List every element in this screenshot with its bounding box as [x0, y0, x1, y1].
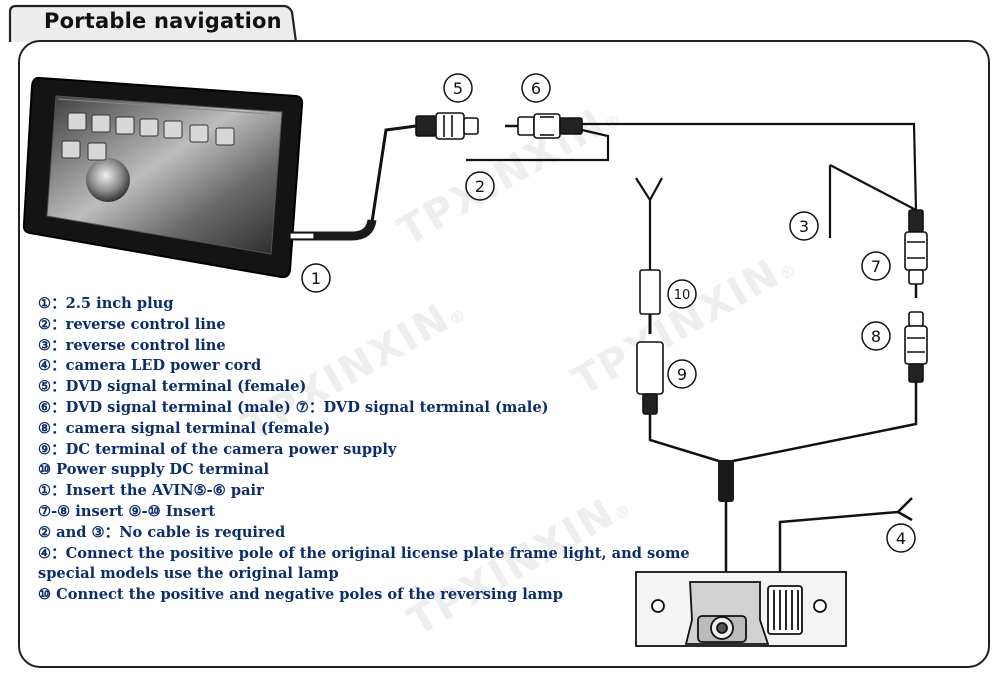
legend-item: ⑤：DVD signal terminal (female) — [38, 378, 307, 396]
cable-to-7 — [829, 164, 917, 211]
callout-5: 5 — [443, 73, 473, 103]
plug-cable — [289, 124, 417, 241]
legend-item: ②：reverse control line — [38, 315, 226, 333]
svg-text:3: 3 — [799, 217, 809, 236]
svg-text:10: 10 — [674, 288, 691, 303]
globe-icon — [86, 158, 130, 202]
camera-led-grille — [767, 585, 803, 635]
led-wire-end — [897, 497, 913, 522]
svg-text:6: 6 — [531, 79, 541, 98]
svg-text:7: 7 — [871, 257, 881, 276]
legend-item: ①：Insert the AVIN⑤-⑥ pair — [38, 482, 264, 500]
callout-10: 10 — [667, 279, 697, 309]
dc-connector-9 — [636, 341, 664, 415]
svg-text:9: 9 — [677, 365, 687, 384]
led-power-cord — [778, 510, 899, 575]
legend-item: ⑦-⑧ insert ⑨-⑩ Insert — [38, 502, 216, 520]
legend-item: ② and ③：No cable is required — [38, 523, 286, 541]
legend-item: ⑩ Connect the positive and negative pole… — [38, 586, 563, 604]
diagram-panel — [18, 40, 990, 668]
screw-hole — [813, 599, 827, 613]
screw-hole — [651, 599, 665, 613]
callout-2: 2 — [465, 171, 495, 201]
svg-text:8: 8 — [871, 327, 881, 346]
callout-7: 7 — [861, 251, 891, 281]
antenna-fork — [635, 177, 663, 203]
callout-8: 8 — [861, 321, 891, 351]
title-tab — [8, 4, 298, 43]
page-title: Portable navigation — [44, 9, 282, 33]
legend-item: ⑨：DC terminal of the camera power supply — [38, 440, 397, 458]
video-cable — [582, 122, 918, 211]
harness-branch-9 — [648, 414, 723, 464]
harness-junction — [718, 460, 734, 502]
callout-6: 6 — [521, 73, 551, 103]
legend-item: ⑩ Power supply DC terminal — [38, 461, 270, 479]
callout-4: 4 — [886, 523, 916, 553]
reverse-control-line — [466, 128, 610, 162]
legend-item: ③：reverse control line — [38, 336, 226, 354]
rca-connector-7 — [904, 209, 928, 298]
reverse-camera — [635, 571, 847, 647]
rca-connector-8 — [904, 311, 928, 383]
svg-text:4: 4 — [896, 529, 906, 548]
legend-item: ①：2.5 inch plug — [38, 295, 174, 312]
legend-item: ④：camera LED power cord — [38, 357, 262, 375]
legend-item: ⑧：camera signal terminal (female) — [38, 419, 331, 437]
legend-item: ④：Connect the positive pole of the origi… — [38, 544, 690, 583]
dc-connector-10 — [639, 269, 661, 334]
rca-connector-5 — [415, 112, 479, 140]
callout-9: 9 — [667, 359, 697, 389]
harness-branch-8 — [727, 382, 918, 464]
rca-connector-6 — [505, 113, 583, 139]
svg-text:1: 1 — [311, 269, 321, 288]
legend-item: ⑥：DVD signal terminal (male) ⑦：DVD signa… — [38, 398, 549, 416]
callout-3: 3 — [789, 211, 819, 241]
callout-1: 1 — [301, 263, 331, 293]
menu-icons — [61, 112, 235, 161]
svg-text:2: 2 — [475, 177, 485, 196]
svg-text:5: 5 — [453, 79, 463, 98]
legend: ①：2.5 inch plug ②：reverse control line ③… — [38, 294, 738, 606]
navigation-device — [22, 76, 304, 279]
